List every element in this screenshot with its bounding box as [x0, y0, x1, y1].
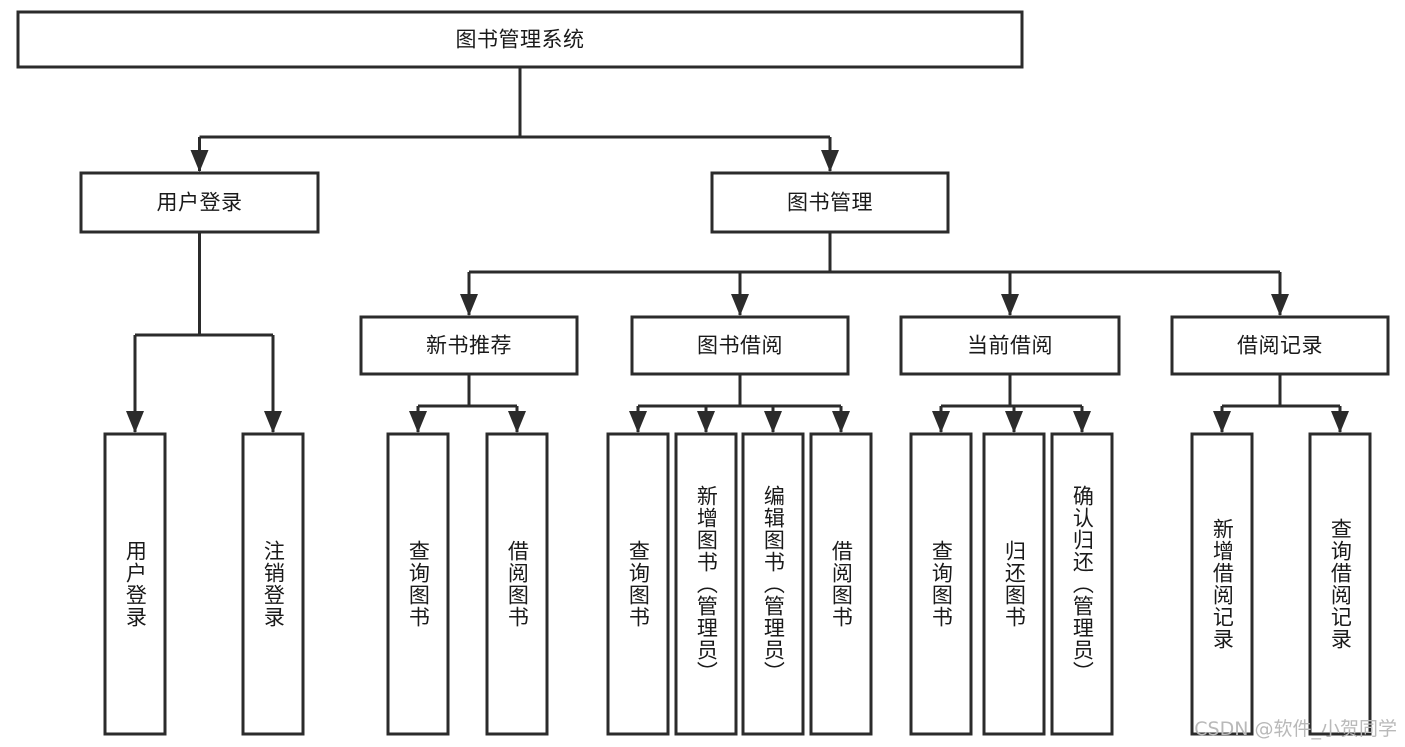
arrow-down-icon	[731, 294, 749, 316]
arrow-down-icon	[1001, 294, 1019, 316]
node-leaf-add-book[interactable]	[674, 432, 738, 736]
arrow-down-icon	[264, 411, 282, 433]
arrow-down-icon	[821, 150, 839, 172]
arrow-down-icon	[629, 411, 647, 433]
node-book-management[interactable]	[710, 171, 950, 234]
arrow-down-icon	[409, 411, 427, 433]
node-new-book-recommend[interactable]	[359, 315, 579, 376]
node-leaf-confirm-return[interactable]	[1050, 432, 1114, 736]
arrow-down-icon	[764, 411, 782, 433]
node-borrow-record-label: 借阅记录	[1237, 334, 1323, 358]
arrow-down-icon	[190, 150, 209, 172]
node-user-login[interactable]	[79, 171, 320, 234]
node-borrow-record[interactable]	[1170, 315, 1390, 376]
node-new-book-recommend-label: 新书推荐	[426, 334, 512, 358]
node-leaf-logout[interactable]	[241, 432, 305, 736]
node-leaf-query-books-2[interactable]	[606, 432, 670, 736]
arrow-down-icon	[1331, 411, 1349, 433]
node-book-borrow[interactable]	[630, 315, 850, 376]
arrow-down-icon	[1213, 411, 1231, 433]
arrow-down-icon	[1073, 411, 1091, 433]
arrow-down-icon	[126, 411, 144, 433]
arrow-down-icon	[932, 411, 950, 433]
arrow-down-icon	[1005, 411, 1023, 433]
arrow-down-icon	[832, 411, 850, 433]
connectors-layer	[126, 67, 1349, 433]
node-leaf-add-record[interactable]	[1190, 432, 1254, 736]
node-book-management-label: 图书管理	[787, 191, 873, 215]
node-leaf-query-books-1[interactable]	[386, 432, 450, 736]
node-current-borrow[interactable]	[899, 315, 1121, 376]
arrow-down-icon	[697, 411, 715, 433]
node-leaf-query-record[interactable]	[1308, 432, 1372, 736]
node-leaf-borrow-books-2[interactable]	[809, 432, 873, 736]
node-leaf-query-books-3[interactable]	[909, 432, 973, 736]
node-leaf-return-book[interactable]	[982, 432, 1046, 736]
node-leaf-edit-book[interactable]	[741, 432, 805, 736]
node-root-label: 图书管理系统	[456, 28, 585, 52]
node-leaf-user-login[interactable]	[103, 432, 167, 736]
node-leaf-borrow-books-1[interactable]	[485, 432, 549, 736]
arrow-down-icon	[460, 294, 478, 316]
arrow-down-icon	[508, 411, 526, 433]
node-current-borrow-label: 当前借阅	[967, 334, 1053, 358]
arrow-down-icon	[1271, 294, 1289, 316]
node-book-borrow-label: 图书借阅	[697, 334, 783, 358]
node-root[interactable]	[16, 10, 1024, 69]
node-user-login-label: 用户登录	[157, 191, 243, 215]
